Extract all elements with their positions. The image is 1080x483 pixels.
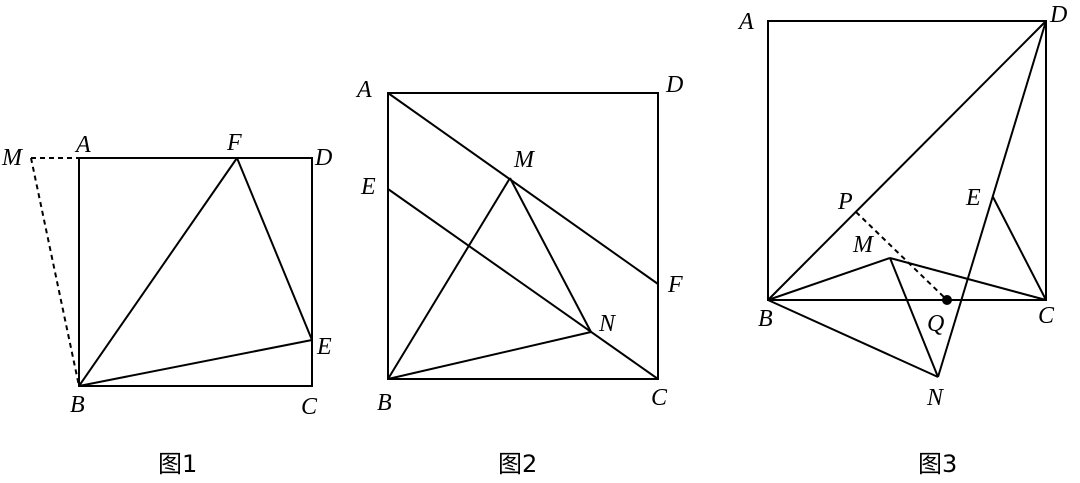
fig3-label-p: P	[837, 189, 853, 215]
fig2-label-b: B	[377, 390, 392, 416]
fig3-label-e: E	[965, 185, 981, 211]
fig1-square-abcd	[78, 157, 313, 387]
fig1-label-c: C	[301, 394, 318, 420]
fig2-segment-af	[387, 92, 659, 285]
fig3-caption: 图3	[918, 450, 957, 478]
fig3-segment-dn	[937, 20, 1047, 378]
fig2-label-n: N	[598, 311, 617, 337]
fig3-segment-mc	[889, 257, 1047, 301]
fig1-label-e: E	[316, 334, 332, 360]
fig3-segment-bm	[767, 257, 891, 301]
fig3-dashed-pq	[855, 211, 948, 301]
fig1-label-f: F	[226, 130, 242, 156]
fig2-segment-bm	[387, 177, 511, 380]
fig3-label-c: C	[1038, 303, 1055, 329]
fig1-caption: 图1	[158, 450, 197, 478]
fig3-label-q: Q	[927, 311, 944, 337]
fig3-label-b: B	[758, 306, 773, 332]
fig3-diagonal-bd	[767, 20, 1047, 301]
fig3-label-a: A	[737, 9, 754, 35]
fig1-segment-bf	[78, 157, 238, 387]
fig3-segment-ec	[992, 196, 1047, 301]
fig2-label-d: D	[665, 72, 683, 98]
fig1-label-d: D	[314, 145, 332, 171]
fig3-label-n: N	[926, 385, 945, 411]
fig2-segment-ec	[387, 188, 659, 380]
fig1-segment-fe	[236, 157, 313, 341]
figure-3: A D P E M B Q C N 图3	[737, 2, 1067, 478]
fig1-label-a: A	[74, 132, 91, 158]
fig2-label-c: C	[651, 385, 668, 411]
fig1-dashed-mb	[30, 157, 80, 387]
fig2-label-f: F	[667, 272, 683, 298]
fig3-label-m: M	[852, 232, 875, 258]
fig2-caption: 图2	[498, 450, 537, 478]
fig3-segment-mn	[889, 257, 939, 378]
fig2-label-a: A	[355, 77, 372, 103]
figure-1: A F D M E B C 图1	[1, 130, 332, 478]
fig3-segment-bn	[767, 299, 939, 378]
fig3-point-q	[942, 295, 952, 305]
fig2-segment-mn	[509, 177, 592, 333]
fig2-label-m: M	[513, 147, 536, 173]
fig2-square-abcd	[387, 92, 659, 380]
fig1-label-m: M	[1, 145, 24, 171]
fig2-label-e: E	[360, 174, 376, 200]
figure-2: A D M E F N B C 图2	[355, 72, 683, 478]
fig2-segment-bn	[387, 331, 592, 380]
fig1-segment-be	[78, 339, 313, 387]
fig1-label-b: B	[70, 392, 85, 418]
fig3-label-d: D	[1049, 2, 1067, 28]
